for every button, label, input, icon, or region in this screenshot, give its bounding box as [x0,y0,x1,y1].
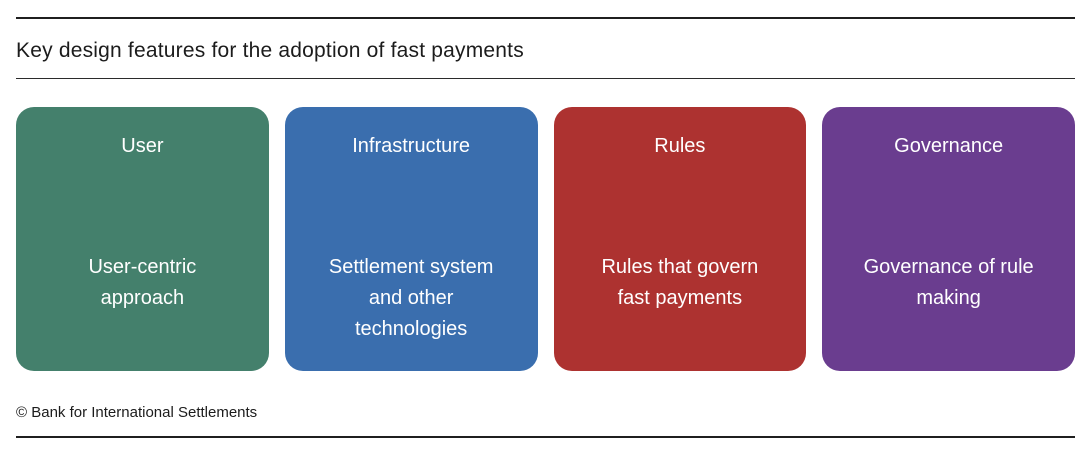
card-user-body: User-centric approach [88,256,197,309]
card-infrastructure: Infrastructure Settlement system and oth… [284,107,538,371]
card-governance-body: Governance of rule making [863,256,1034,309]
title-separator-rule [16,78,1075,79]
card-infrastructure-title: Infrastructure [352,135,471,157]
figure-title: Key design features for the adoption of … [16,39,524,62]
card-rules: Rules Rules that govern fast payments [553,107,807,371]
feature-cards-row: User User-centric approach Infrastructur… [16,107,1075,371]
card-user-title: User [121,135,164,157]
copyright-note: © Bank for International Settlements [16,404,258,421]
card-rules-title: Rules [654,135,706,157]
card-governance-title: Governance [894,135,1004,157]
card-user: User User-centric approach [16,107,269,371]
card-governance: Governance Governance of rule making [822,107,1075,371]
top-rule [16,17,1075,19]
card-infrastructure-body: Settlement system and other technologies [328,256,494,340]
bottom-rule [16,436,1075,438]
card-rules-body: Rules that govern fast payments [601,256,759,309]
